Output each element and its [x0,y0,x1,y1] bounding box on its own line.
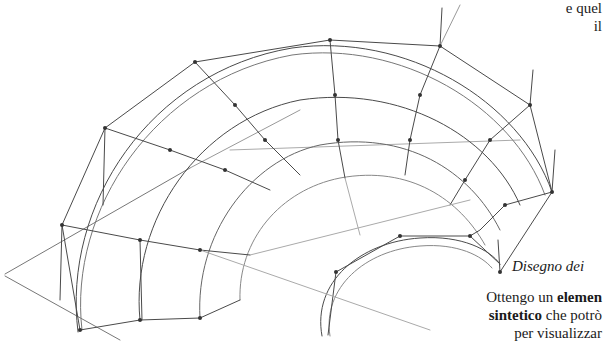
text-line: sinteticoche potrò [489,307,602,324]
body-text: per visualizzar [514,325,602,341]
body-text: Disegno dei [512,258,584,274]
body-text: Ottengo un [486,289,553,305]
body-text: che potrò [546,307,602,323]
text-line: e quel [566,0,602,17]
body-text: elemen [557,289,602,305]
text-line: Ottengo unelemen [486,289,602,306]
body-text: e quel [566,0,602,16]
text-line: Disegno dei [512,258,584,275]
body-text: il [594,18,602,34]
text-line: il [594,18,602,35]
body-text: sintetico [489,307,542,323]
text-line: per visualizzar [514,325,602,342]
